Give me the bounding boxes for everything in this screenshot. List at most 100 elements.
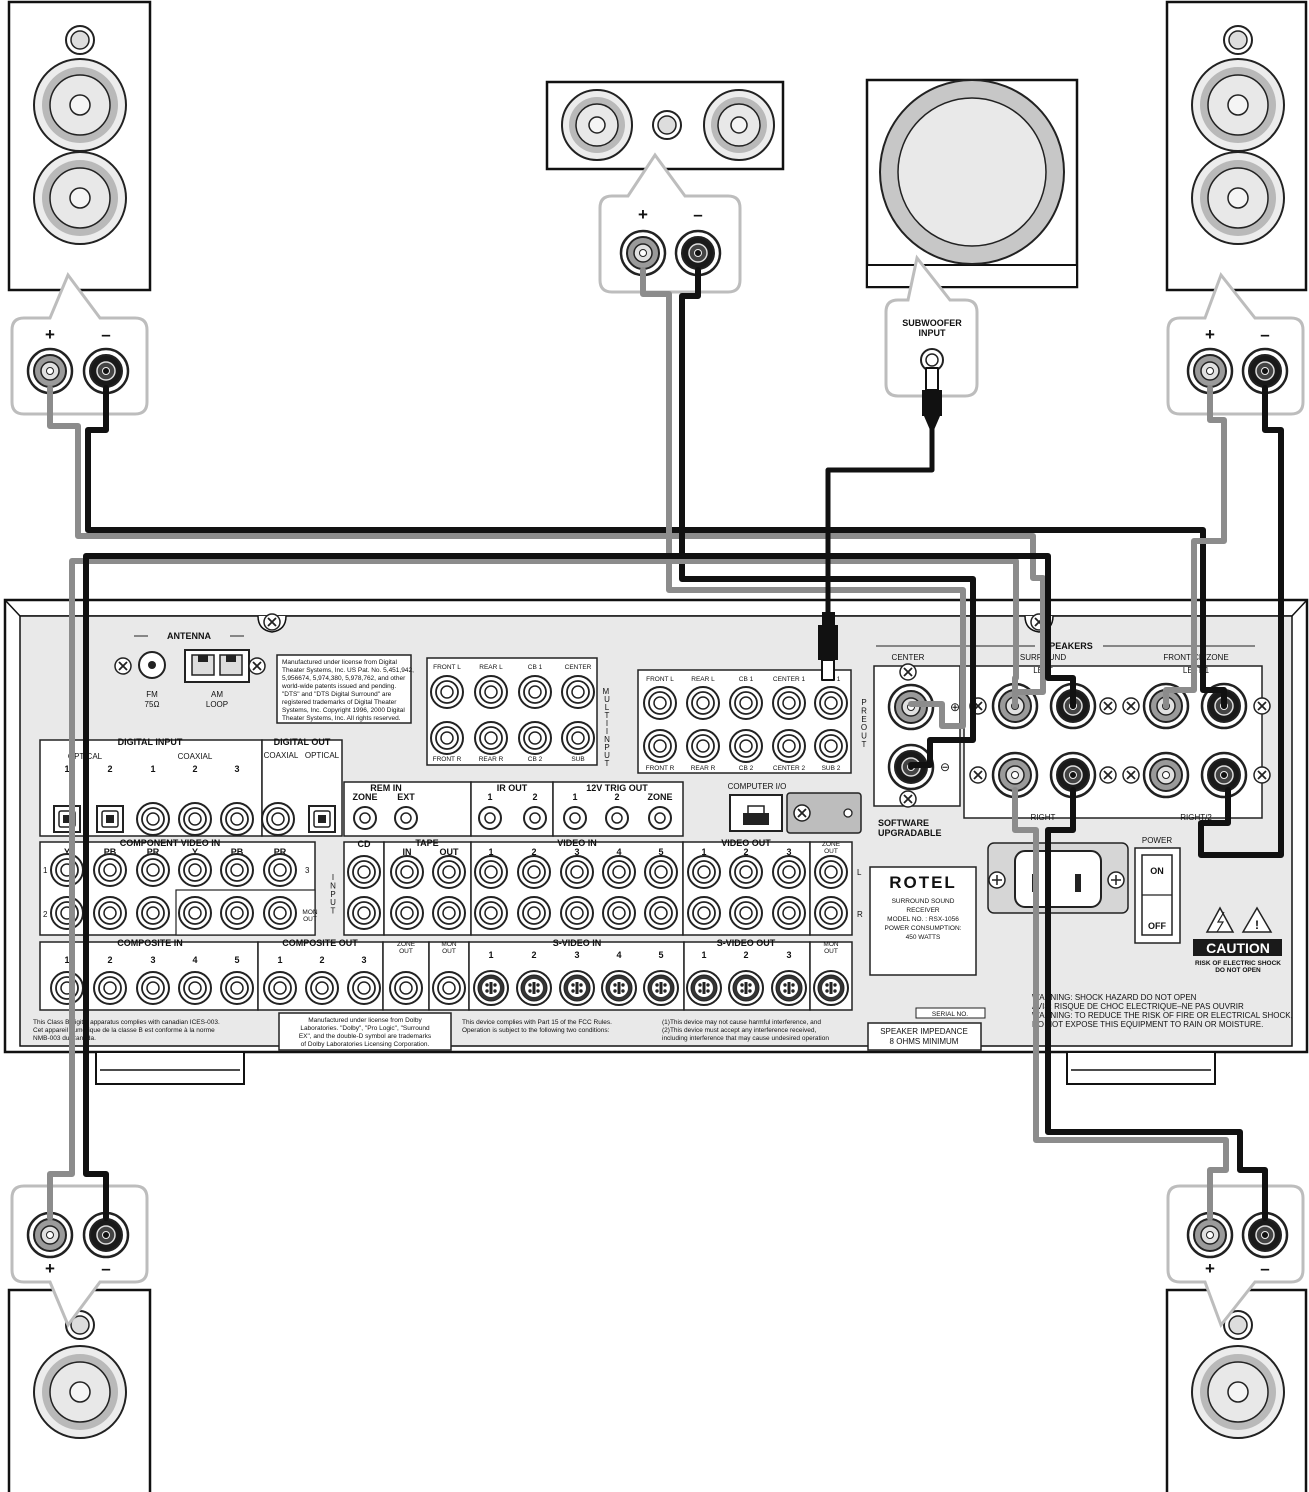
pre-out-jack-top-1[interactable] (686, 686, 720, 720)
audio-jack-right-1[interactable] (390, 896, 424, 930)
composite-out-title: COMPOSITE OUT (282, 938, 358, 948)
component-jack-row1-2[interactable] (136, 853, 170, 887)
svideo-in-number-2: 3 (574, 950, 579, 960)
audio-jack-right-6[interactable] (602, 896, 636, 930)
pre-out-jack-top-3[interactable] (772, 686, 806, 720)
composite-out-jack-2[interactable] (347, 971, 381, 1005)
mini-jack-icon[interactable] (523, 806, 547, 830)
multi-input-jack-top-0[interactable] (430, 675, 464, 709)
dts-notice-line-6: Systems, Inc. Copyright 1996, 2000 Digit… (282, 707, 405, 714)
composite-zone-out-jack[interactable] (389, 971, 423, 1005)
composite-in-jack-1[interactable] (93, 971, 127, 1005)
multi-input-jack-bottom-3[interactable] (561, 721, 595, 755)
component-jack-row2-2[interactable] (136, 896, 170, 930)
composite-in-jack-0[interactable] (50, 971, 84, 1005)
audio-jack-left-9[interactable] (729, 855, 763, 889)
audio-jack-right-2[interactable] (432, 896, 466, 930)
multi-input-top-label-0: FRONT L (433, 664, 461, 671)
audio-jack-right-11[interactable] (814, 896, 848, 930)
audio-jack-right-5[interactable] (560, 896, 594, 930)
svideo-in-jack-0[interactable] (473, 970, 509, 1006)
pre-out-jack-bottom-2[interactable] (729, 729, 763, 763)
audio-jack-left-0[interactable] (347, 855, 381, 889)
audio-r-label: R (857, 910, 863, 919)
audio-jack-left-3[interactable] (474, 855, 508, 889)
component-jack-row2-0[interactable] (50, 896, 84, 930)
multi-input-jack-bottom-0[interactable] (430, 721, 464, 755)
digital-input-coaxial-3[interactable] (178, 802, 212, 836)
svideo-in-jack-2[interactable] (559, 970, 595, 1006)
composite-out-jack-0[interactable] (263, 971, 297, 1005)
component-jack-row2-4[interactable] (220, 896, 254, 930)
digital-input-coaxial-2[interactable] (136, 802, 170, 836)
component-jack-row2-1[interactable] (93, 896, 127, 930)
audio-jack-left-7[interactable] (644, 855, 678, 889)
svideo-out-jack-2[interactable] (771, 970, 807, 1006)
multi-input-jack-bottom-2[interactable] (518, 721, 552, 755)
audio-jack-right-3[interactable] (474, 896, 508, 930)
svideo-in-jack-3[interactable] (601, 970, 637, 1006)
digital-input-coaxial-4[interactable] (220, 802, 254, 836)
mini-jack-icon[interactable] (394, 806, 418, 830)
svideo-out-jack-1[interactable] (728, 970, 764, 1006)
svideo-out-jack-0[interactable] (686, 970, 722, 1006)
mini-jack-icon[interactable] (563, 806, 587, 830)
front-left-plus-label: + (45, 325, 55, 344)
svideo-in-jack-1[interactable] (516, 970, 552, 1006)
pre-out-jack-top-0[interactable] (643, 686, 677, 720)
audio-jack-right-4[interactable] (517, 896, 551, 930)
audio-jack-right-7[interactable] (644, 896, 678, 930)
rj45-port-icon[interactable] (729, 794, 783, 832)
pre-out-jack-bottom-3[interactable] (772, 729, 806, 763)
pre-out-jack-top-4[interactable] (814, 686, 848, 720)
multi-input-jack-top-1[interactable] (474, 675, 508, 709)
audio-jack-right-9[interactable] (729, 896, 763, 930)
am-loop-terminal-icon[interactable] (184, 649, 250, 683)
component-jack-row1-1[interactable] (93, 853, 127, 887)
composite-in-jack-2[interactable] (136, 971, 170, 1005)
mini-jack-icon[interactable] (478, 806, 502, 830)
audio-jack-left-5[interactable] (560, 855, 594, 889)
pre-out-jack-bottom-4[interactable] (814, 729, 848, 763)
receiver-foot (1066, 1051, 1216, 1085)
audio-jack-left-10[interactable] (772, 855, 806, 889)
digital-input-optical-0[interactable] (53, 805, 81, 833)
composite-out-jack-1[interactable] (305, 971, 339, 1005)
audio-jack-left-2[interactable] (432, 855, 466, 889)
audio-jack-left-1[interactable] (390, 855, 424, 889)
fm-antenna-icon[interactable] (138, 651, 166, 679)
pre-out-jack-bottom-1[interactable] (686, 729, 720, 763)
component-jack-row1-0[interactable] (50, 853, 84, 887)
multi-input-jack-top-2[interactable] (518, 675, 552, 709)
component-jack-row2-5[interactable] (263, 896, 297, 930)
pre-out-jack-bottom-0[interactable] (643, 729, 677, 763)
audio-jack-right-10[interactable] (772, 896, 806, 930)
multi-input-jack-top-3[interactable] (561, 675, 595, 709)
audio-jack-left-11[interactable] (814, 855, 848, 889)
audio-jack-right-8[interactable] (687, 896, 721, 930)
component-jack-row1-4[interactable] (220, 853, 254, 887)
svideo-in-jack-4[interactable] (643, 970, 679, 1006)
audio-jack-left-8[interactable] (687, 855, 721, 889)
power-switch-icon[interactable]: POWER ON OFF (1134, 836, 1181, 944)
audio-jack-left-6[interactable] (602, 855, 636, 889)
svideo-mon-out-jack[interactable] (813, 970, 849, 1006)
multi-input-jack-bottom-1[interactable] (474, 721, 508, 755)
component-jack-row1-5[interactable] (263, 853, 297, 887)
composite-in-jack-4[interactable] (220, 971, 254, 1005)
audio-jack-left-4[interactable] (517, 855, 551, 889)
component-jack-row2-3[interactable] (178, 896, 212, 930)
digital-input-optical-1[interactable] (96, 805, 124, 833)
audio-jack-right-0[interactable] (347, 896, 381, 930)
composite-in-jack-3[interactable] (178, 971, 212, 1005)
mini-jack-icon[interactable] (353, 806, 377, 830)
pre-out-jack-top-2[interactable] (729, 686, 763, 720)
component-jack-row1-3[interactable] (178, 853, 212, 887)
fm-ohm-label: 75Ω (145, 700, 160, 709)
rear-left-plus-label: + (45, 1259, 55, 1278)
mini-jack-icon[interactable] (648, 806, 672, 830)
mini-jack-icon[interactable] (605, 806, 629, 830)
composite-mon-out-jack[interactable] (432, 971, 466, 1005)
